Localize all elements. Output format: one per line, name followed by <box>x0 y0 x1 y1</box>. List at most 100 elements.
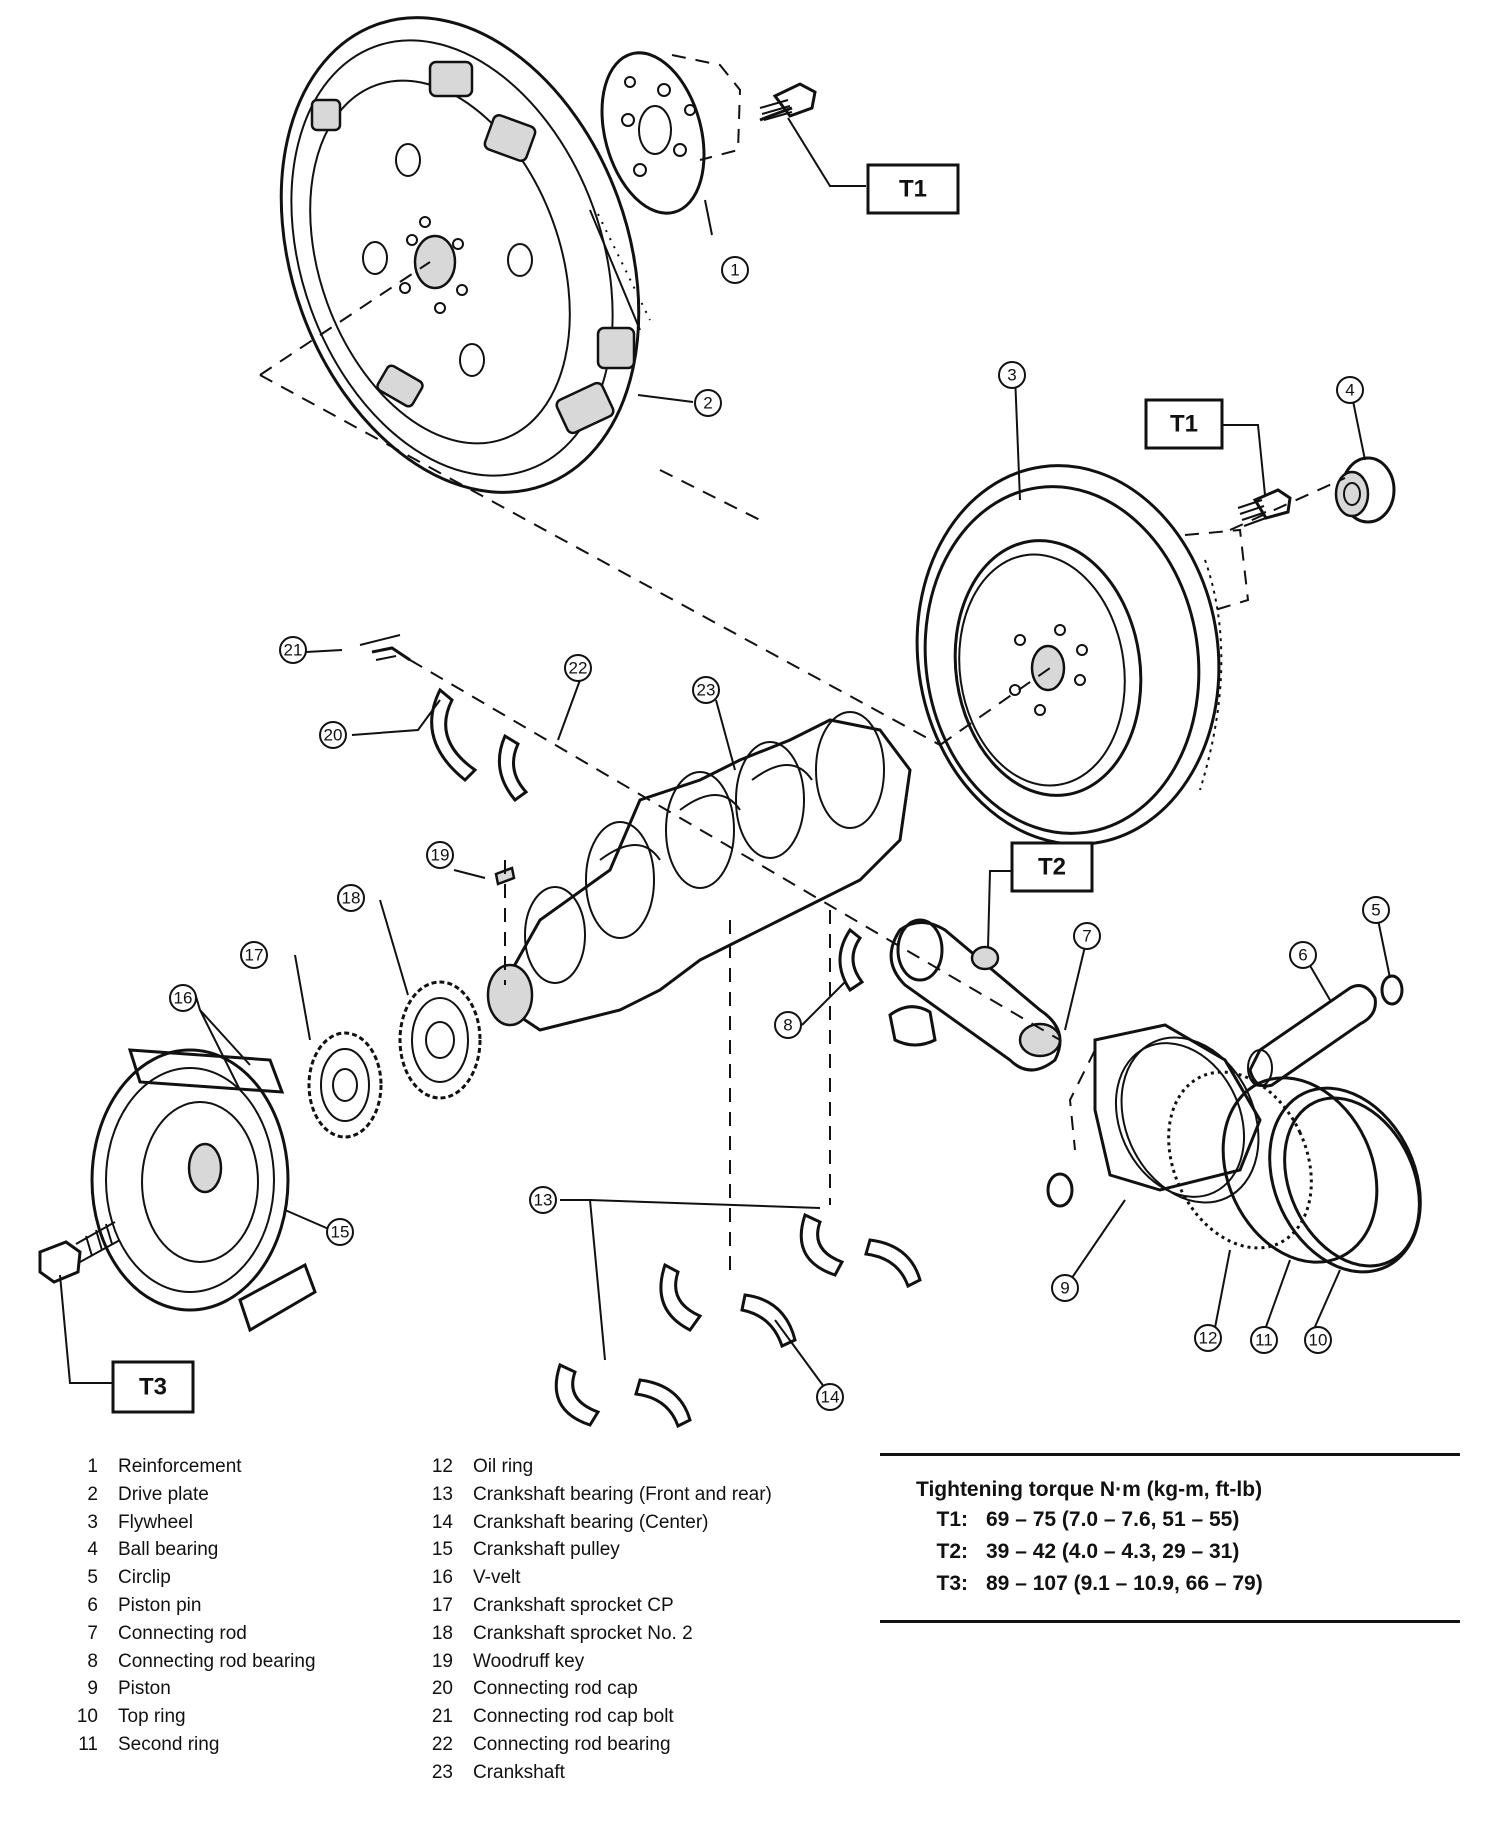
callout-4: 4 <box>1336 376 1364 404</box>
svg-text:T1: T1 <box>899 176 927 203</box>
torque-box-t1-top: T1 <box>866 163 960 215</box>
circlip-drawings <box>1046 974 1404 1208</box>
svg-text:13: 13 <box>534 1191 553 1210</box>
piston-rings-drawing <box>1167 1070 1422 1274</box>
torque-row-t1: T1:69 – 75 (7.0 – 7.6, 51 – 55) <box>936 1508 1240 1531</box>
flywheel-drawing <box>915 464 1250 846</box>
svg-text:T1: T1 <box>1170 411 1198 438</box>
callout-11: 11 <box>1250 1326 1278 1354</box>
leader-lines <box>59 117 1391 1396</box>
svg-text:1: 1 <box>730 261 739 280</box>
ball-bearing-drawing <box>1334 456 1396 524</box>
rod-bearing-drawings <box>359 634 865 993</box>
callout-8: 8 <box>774 1011 802 1039</box>
callout-10: 10 <box>1304 1326 1332 1354</box>
callout-9: 9 <box>1051 1274 1079 1302</box>
callout-3: 3 <box>998 361 1026 389</box>
reinforcement-bolt-drawing <box>759 82 817 122</box>
svg-text:5: 5 <box>1371 901 1380 920</box>
tightening-torque-table: Tightening torque N·m (kg-m, ft-lb) T1:6… <box>880 1453 1470 1623</box>
callout-5: 5 <box>1362 896 1390 924</box>
woodruff-key-drawing <box>494 866 516 886</box>
callout-13: 13 <box>529 1186 557 1214</box>
piston-drawing <box>1068 1023 1262 1204</box>
callout-20: 20 <box>319 721 347 749</box>
svg-text:22: 22 <box>569 659 588 678</box>
torque-box-t1-flywheel: T1 <box>1144 398 1224 450</box>
svg-text:15: 15 <box>331 1223 350 1242</box>
callout-21: 21 <box>279 636 307 664</box>
callout-1: 1 <box>721 256 749 284</box>
callout-7: 7 <box>1073 922 1101 950</box>
callout-15: 15 <box>326 1218 354 1246</box>
svg-text:8: 8 <box>783 1016 792 1035</box>
svg-text:16: 16 <box>174 989 193 1008</box>
piston-pin-drawing <box>1247 984 1377 1088</box>
svg-text:7: 7 <box>1082 927 1091 946</box>
svg-text:12: 12 <box>1199 1329 1218 1348</box>
svg-text:14: 14 <box>821 1388 840 1407</box>
callout-6: 6 <box>1289 941 1317 969</box>
drive-plate-drawing <box>279 16 651 494</box>
torque-row-t2: T2:39 – 42 (4.0 – 4.3, 29 – 31) <box>936 1540 1240 1563</box>
torque-box-t2: T2 <box>1010 841 1094 893</box>
torque-table-title: Tightening torque N·m (kg-m, ft-lb) <box>916 1478 1263 1501</box>
pulley-bolt-drawing <box>38 1221 121 1284</box>
torque-table-bottom-rule <box>880 1620 1460 1623</box>
torque-row-t3: T3:89 – 107 (9.1 – 10.9, 66 – 79) <box>936 1572 1263 1595</box>
svg-text:2: 2 <box>703 394 712 413</box>
callout-17: 17 <box>240 941 268 969</box>
svg-text:23: 23 <box>697 681 716 700</box>
svg-text:11: 11 <box>1255 1331 1273 1350</box>
crankshaft-drawing <box>486 711 912 1032</box>
crankshaft-pulley-drawing <box>90 1048 317 1333</box>
callout-14: 14 <box>816 1383 844 1411</box>
svg-text:10: 10 <box>1309 1331 1328 1350</box>
svg-text:20: 20 <box>324 726 343 745</box>
svg-text:21: 21 <box>284 641 303 660</box>
callout-23: 23 <box>692 676 720 704</box>
reinforcement-drawing <box>600 51 742 215</box>
assembly-lines <box>259 261 1346 1270</box>
svg-text:T2: T2 <box>1038 854 1066 881</box>
torque-table-top-rule <box>880 1453 1460 1456</box>
callout-2: 2 <box>694 389 722 417</box>
svg-text:4: 4 <box>1345 381 1354 400</box>
svg-text:3: 3 <box>1007 366 1016 385</box>
svg-text:6: 6 <box>1298 946 1307 965</box>
svg-text:17: 17 <box>245 946 264 965</box>
crankshaft-exploded-diagram: 1 2 3 4 5 6 7 8 9 10 11 12 13 14 15 16 1… <box>38 16 1422 1429</box>
main-bearing-drawings <box>554 1212 922 1429</box>
svg-text:9: 9 <box>1060 1279 1069 1298</box>
svg-text:19: 19 <box>431 846 450 865</box>
flywheel-bolt-drawing <box>1237 488 1292 527</box>
callout-16: 16 <box>169 984 197 1012</box>
callout-12: 12 <box>1194 1324 1222 1352</box>
sprocket-drawings <box>307 980 482 1139</box>
callout-18: 18 <box>337 884 365 912</box>
